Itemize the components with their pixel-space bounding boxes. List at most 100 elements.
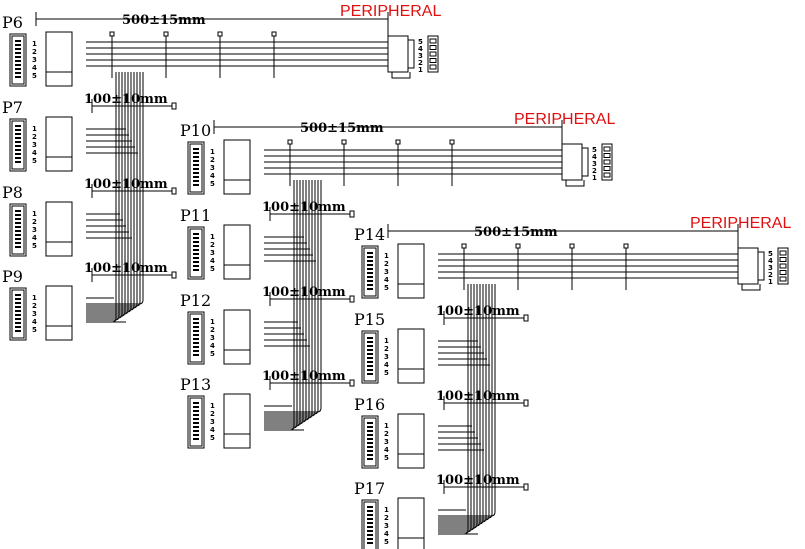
pin-number: 4	[384, 446, 389, 454]
peripheral-latch	[391, 72, 411, 79]
peripheral-socket	[779, 257, 787, 262]
peripheral-body	[387, 35, 409, 73]
cable-tie	[569, 243, 575, 249]
connector-tooth	[367, 268, 373, 270]
pin-number: 4	[768, 257, 773, 265]
pin-number: 3	[210, 334, 215, 342]
pin-number: 1	[32, 210, 37, 218]
connector-label: P14	[354, 225, 385, 244]
wire-path	[264, 180, 310, 421]
connector-tooth	[367, 446, 373, 448]
pin-number: 5	[210, 350, 215, 358]
pin-number: 2	[384, 514, 389, 522]
wire-path	[264, 180, 301, 427]
connector-body	[397, 497, 425, 549]
length-dimension-label: 500±15mm	[300, 121, 384, 136]
connector-body	[45, 116, 73, 172]
connector-shell	[9, 287, 27, 341]
peripheral-body	[561, 143, 583, 181]
connector-tooth	[193, 265, 199, 267]
pin-number: 5	[32, 157, 37, 165]
connector-body	[45, 285, 73, 341]
wire-path	[438, 284, 484, 525]
pin-number: 5	[384, 538, 389, 546]
pin-number: 2	[32, 133, 37, 141]
connector-tooth	[367, 264, 373, 266]
pin-number: 2	[210, 241, 215, 249]
pin-number: 3	[384, 438, 389, 446]
cable-tie	[461, 243, 467, 249]
connector-tooth	[15, 56, 21, 58]
connector-body	[223, 224, 251, 280]
cable-tie	[449, 139, 455, 145]
pin-number: 3	[32, 56, 37, 64]
connector-tooth	[15, 238, 21, 240]
pin-number: 4	[384, 276, 389, 284]
pin-number: 4	[418, 45, 423, 53]
connector-tooth	[15, 234, 21, 236]
wire-path	[438, 284, 475, 531]
pin-number: 4	[32, 318, 37, 326]
peripheral-socket	[603, 166, 611, 171]
peripheral-label: PERIPHERAL	[514, 111, 615, 128]
connector-tooth	[367, 276, 373, 278]
pin-number: 1	[384, 252, 389, 260]
connector-body	[397, 413, 425, 469]
connector-tooth	[15, 60, 21, 62]
spacing-dimension-label: 100±10mm	[436, 473, 520, 488]
pin-number: 1	[210, 402, 215, 410]
connector-tooth	[193, 184, 199, 186]
connector-tooth	[15, 129, 21, 131]
connector-label: P15	[354, 310, 385, 329]
connector-tooth	[367, 534, 373, 536]
peripheral-label: PERIPHERAL	[340, 3, 441, 20]
wire-path	[264, 180, 322, 413]
pin-number: 5	[32, 326, 37, 334]
peripheral-socket	[429, 45, 437, 50]
connector-tooth	[15, 306, 21, 308]
connector-face	[363, 501, 377, 549]
connector-tooth	[367, 345, 373, 347]
pin-number: 2	[210, 326, 215, 334]
peripheral-socket	[429, 64, 437, 70]
pin-number: 3	[210, 249, 215, 257]
connector-label: P13	[180, 375, 211, 394]
peripheral-label: PERIPHERAL	[690, 215, 791, 232]
pin-number: 2	[592, 167, 597, 175]
pin-number: 5	[384, 369, 389, 377]
pin-number: 1	[418, 66, 423, 74]
connector-tooth	[367, 260, 373, 262]
connector-body	[397, 328, 425, 384]
pin-number: 5	[384, 284, 389, 292]
wire-path	[86, 72, 120, 321]
pin-number: 2	[384, 260, 389, 268]
pin-number: 3	[32, 310, 37, 318]
wire-path	[86, 72, 132, 313]
connector-tooth	[193, 322, 199, 324]
peripheral-socket	[603, 172, 611, 178]
peripheral-socket	[779, 250, 787, 256]
cable-tie	[217, 31, 223, 37]
wire-path	[86, 72, 141, 307]
connector-tooth	[367, 272, 373, 274]
peripheral-neck	[757, 251, 765, 281]
connector-tooth	[367, 442, 373, 444]
connector-label: P9	[2, 267, 23, 286]
connector-shell	[361, 245, 379, 299]
cable-tie	[623, 243, 629, 249]
connector-tooth	[367, 256, 373, 258]
connector-tooth	[193, 414, 199, 416]
connector-tooth	[367, 426, 373, 428]
pin-number: 5	[592, 146, 597, 154]
pin-number: 5	[210, 434, 215, 442]
connector-tooth	[367, 353, 373, 355]
cable-tie	[271, 31, 277, 37]
connector-tooth	[367, 252, 373, 254]
connector-tooth	[367, 526, 373, 528]
connector-shell	[187, 226, 205, 280]
cable-tie	[171, 102, 177, 110]
cable-tie	[395, 139, 401, 145]
connector-tooth	[15, 226, 21, 228]
